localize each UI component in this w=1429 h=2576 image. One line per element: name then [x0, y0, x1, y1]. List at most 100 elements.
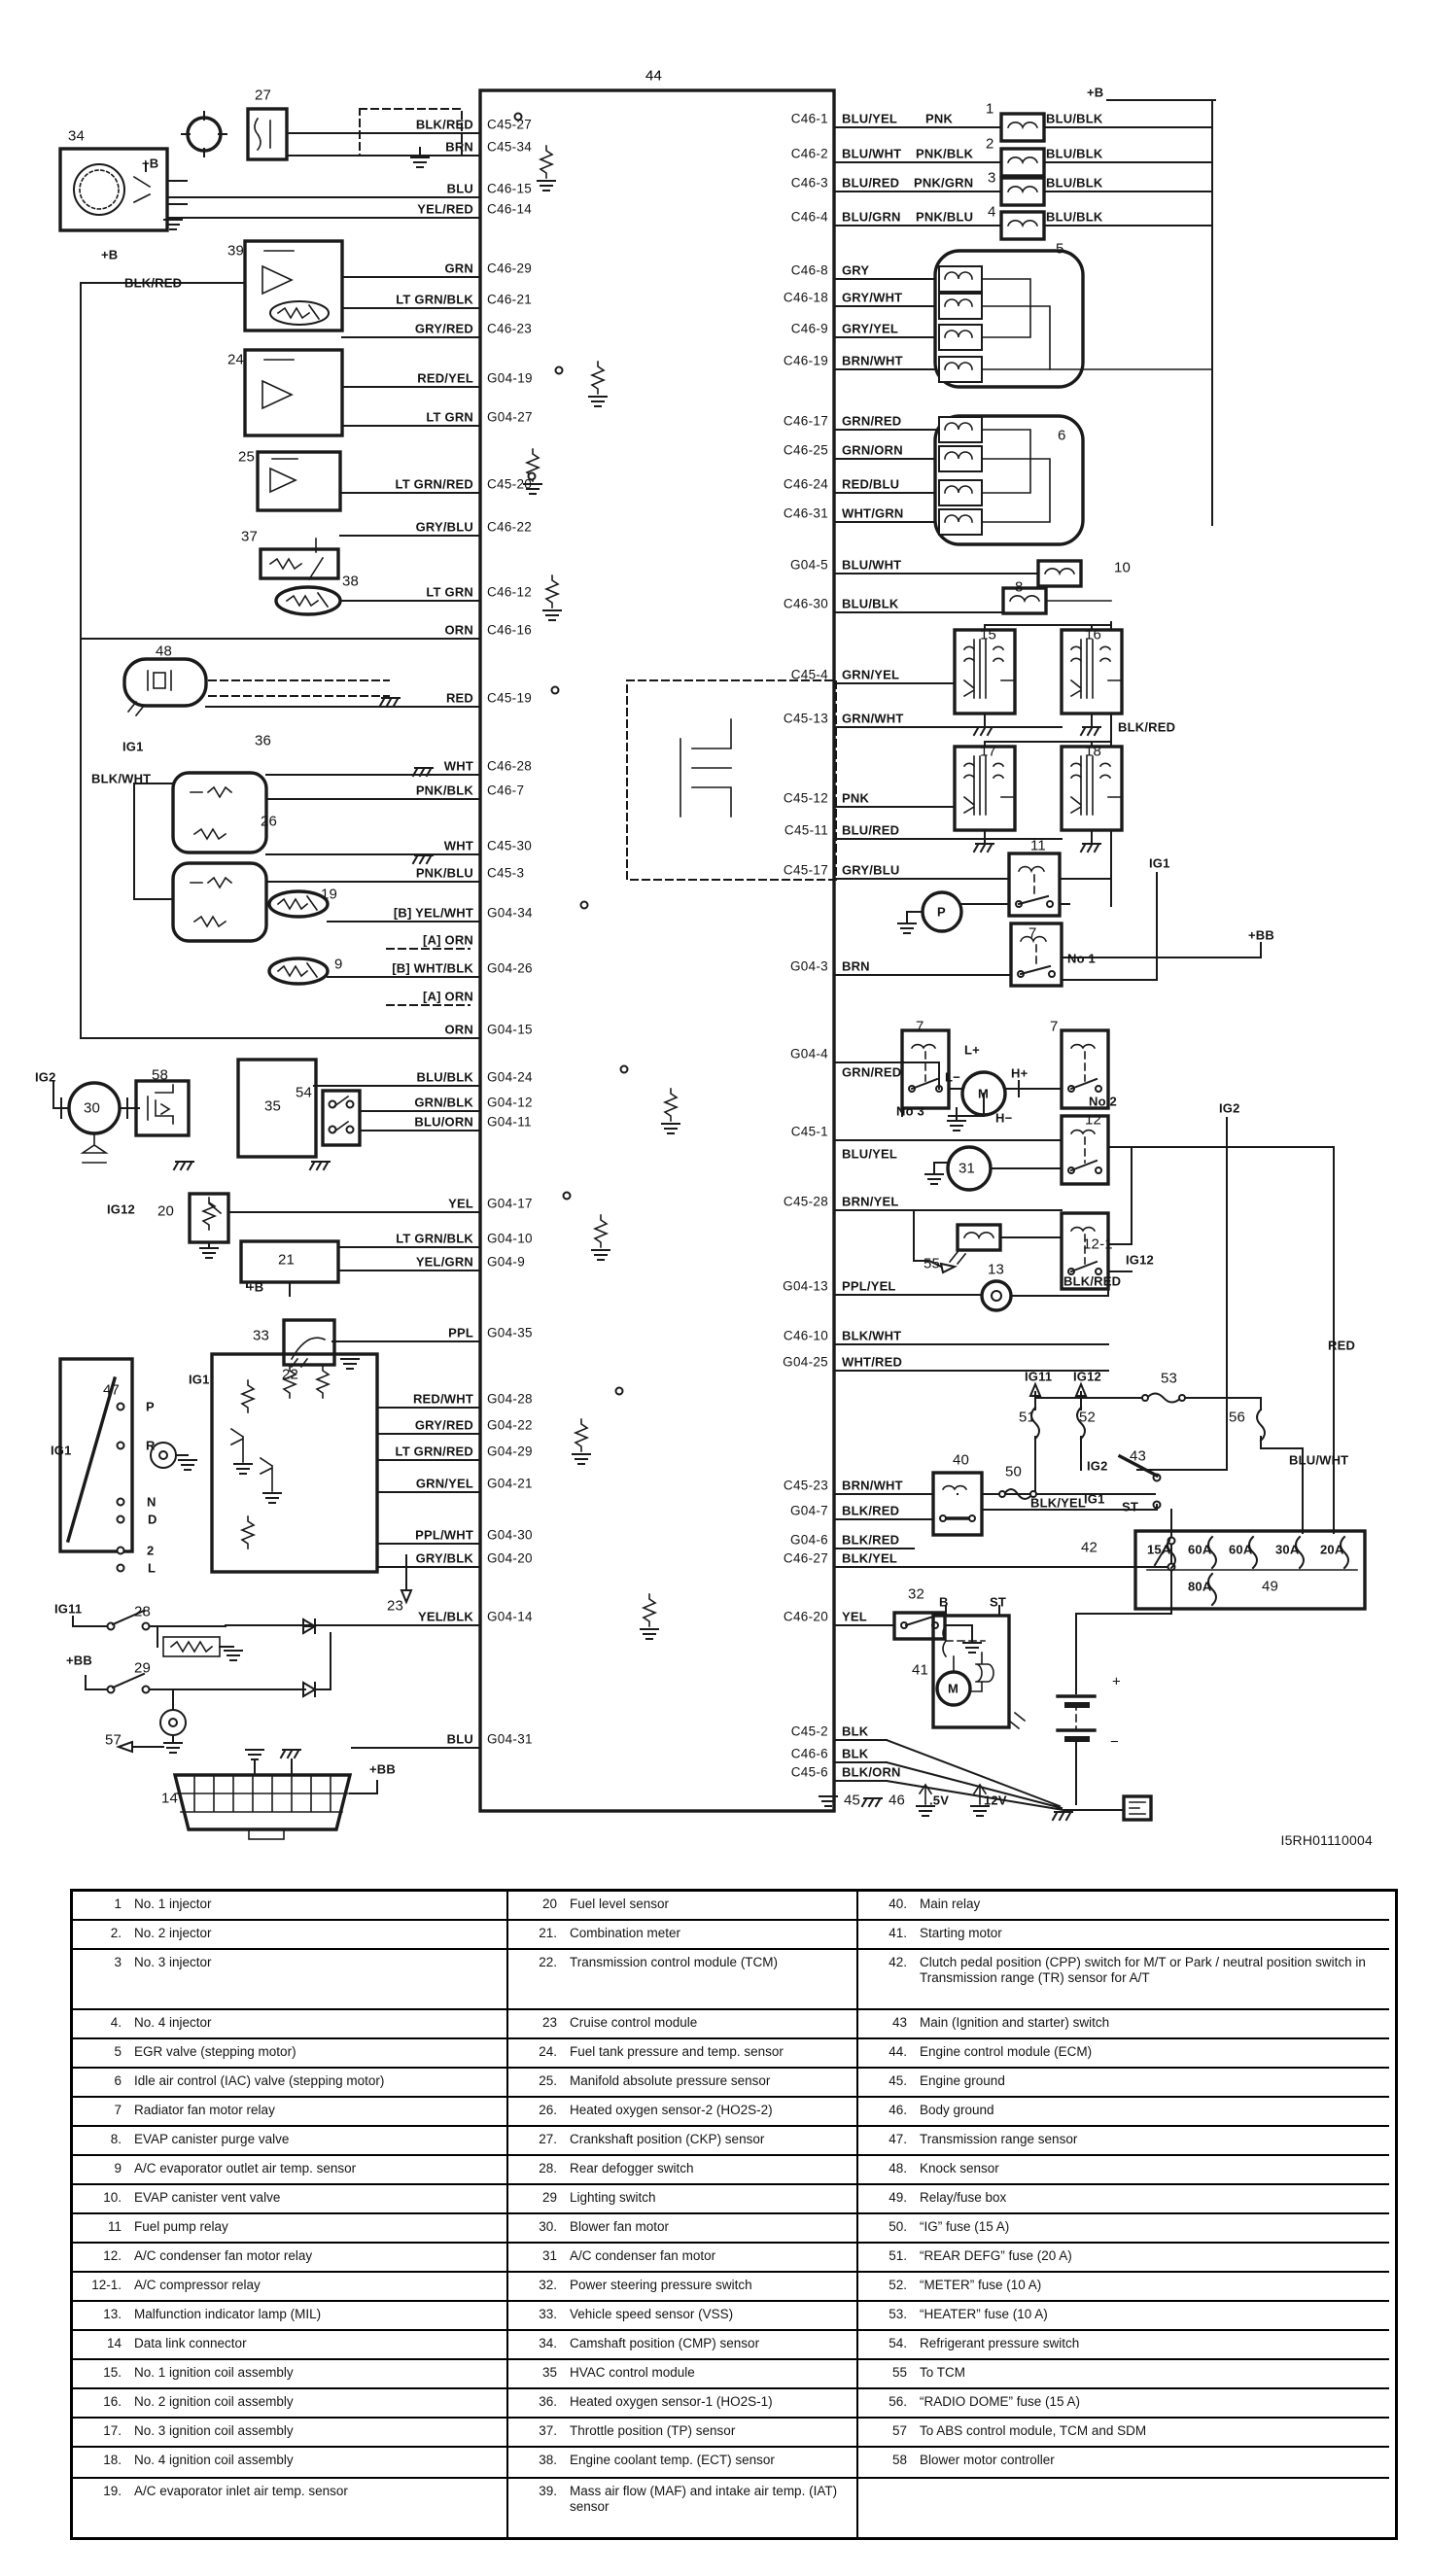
component-label: BLK/YEL: [1030, 1495, 1087, 1511]
pin-label: C46-15: [487, 181, 533, 196]
wire-label: BLK/WHT: [842, 1328, 902, 1343]
component-label: .5V: [929, 1793, 950, 1808]
legend-item-number: 15.: [103, 2365, 122, 2380]
legend-cell: 40.Main relay: [858, 1892, 1389, 1921]
legend-cell: 21.Combination meter: [508, 1921, 858, 1950]
fuse-50: [1002, 1488, 1034, 1500]
component-label: 50: [1005, 1463, 1023, 1480]
legend-cell: 4.No. 4 injector: [73, 2010, 508, 2039]
legend-item-text: No. 3 injector: [134, 1955, 212, 1969]
legend-item-number: 20: [541, 1897, 557, 1911]
pin-label: C46-25: [783, 442, 828, 458]
legend-item-text: Crankshaft position (CKP) sensor: [570, 2132, 765, 2146]
component-label: 52: [1079, 1409, 1097, 1426]
legend-cell: 42.Clutch pedal position (CPP) switch fo…: [858, 1950, 1389, 2010]
legend-cell: 24.Fuel tank pressure and temp. sensor: [508, 2039, 858, 2069]
legend-cell: 32.Power steering pressure switch: [508, 2273, 858, 2302]
wire-label: BRN/WHT: [842, 353, 903, 368]
wire-label: RED: [445, 690, 473, 706]
legend-item-text: HVAC control module: [570, 2365, 695, 2380]
pin-label: G04-15: [487, 1022, 533, 1037]
condenser-fan-relay-12: [1060, 1114, 1110, 1186]
legend-item-number: 32.: [539, 2278, 557, 2292]
legend-cell: 52.“METER” fuse (10 A): [858, 2273, 1389, 2302]
component-label: 33: [253, 1327, 270, 1344]
legend-item-text: “RADIO DOME” fuse (15 A): [920, 2394, 1081, 2409]
legend-cell: 51.“REAR DEFG” fuse (20 A): [858, 2244, 1389, 2273]
wire-label: WHT: [443, 838, 473, 853]
legend-item-text: Transmission range sensor: [920, 2132, 1078, 2146]
component-label: BLK/WHT: [91, 771, 152, 786]
pin-label: C45-19: [487, 690, 533, 706]
component-label: 26: [261, 813, 278, 830]
component-label: IG1: [189, 1372, 210, 1387]
legend-item-text: Heated oxygen sensor-1 (HO2S-1): [570, 2394, 773, 2409]
pin-label: C45-20: [487, 476, 533, 492]
component-label: IG12: [1126, 1252, 1154, 1268]
component-label: 15A: [1147, 1542, 1171, 1557]
component-label: IG12: [1073, 1369, 1101, 1384]
iac-valve-6: [933, 414, 1085, 546]
component-label: 7: [1050, 1018, 1059, 1035]
legend-item-text: Camshaft position (CMP) sensor: [570, 2336, 760, 2350]
legend-item-number: 14: [106, 2336, 122, 2350]
component-label: 22: [282, 1366, 299, 1383]
pin-label: C45-2: [790, 1723, 828, 1739]
ho2s1-sensor-36: [171, 771, 268, 854]
pin-label: C45-34: [487, 139, 533, 155]
component-label: 12: [1085, 1111, 1102, 1129]
legend-cell: 53.“HEATER” fuse (10 A): [858, 2302, 1389, 2331]
component-label: No 3: [896, 1103, 924, 1119]
pin-label: G04-12: [487, 1095, 533, 1110]
component-label: 2: [147, 1543, 155, 1558]
wire-label: YEL: [842, 1609, 867, 1624]
legend-item-number: 51.: [889, 2248, 907, 2263]
legend-cell: 50.“IG” fuse (15 A): [858, 2214, 1389, 2244]
component-label: 56: [1229, 1409, 1246, 1426]
hvac-control-module-35: [236, 1058, 318, 1159]
component-label: 17: [980, 743, 997, 760]
fuses-51-52-53-56: [1028, 1381, 1266, 1442]
component-label: L−: [945, 1069, 960, 1085]
wire-label: GRY: [842, 262, 870, 278]
legend-item-text: Starting motor: [920, 1926, 1002, 1940]
wire-label: BLK/ORN: [842, 1764, 901, 1780]
legend-item-text: Rear defogger switch: [570, 2161, 694, 2176]
ignition-switch-43: [1117, 1453, 1162, 1511]
wire-label: GRN/RED: [842, 1064, 902, 1080]
wire-label: BLK: [842, 1746, 869, 1761]
relay-fuse-box-49: [1133, 1529, 1367, 1611]
legend-item-text: A/C condenser fan motor relay: [134, 2248, 313, 2263]
component-label: 21: [278, 1251, 296, 1269]
fuel-pump-relay-11: [1007, 852, 1112, 918]
legend-cell: 34.Camshaft position (CMP) sensor: [508, 2331, 858, 2360]
legend-item-text: To ABS control module, TCM and SDM: [920, 2423, 1147, 2438]
wire-label: BLU/ORN: [414, 1114, 473, 1130]
legend-item-text: A/C compressor relay: [134, 2278, 261, 2292]
component-label: 20A: [1320, 1542, 1344, 1557]
wire-label: YEL/BLK: [417, 1609, 473, 1624]
wire-label: GRY/YEL: [842, 321, 898, 336]
legend-item-number: 11: [107, 2219, 122, 2234]
ignition-coil-16: [1060, 628, 1124, 736]
wiring-svg: [52, 88, 1367, 1840]
legend-item-text: No. 1 injector: [134, 1897, 212, 1911]
legend-cell: 8.EVAP canister purge valve: [73, 2127, 508, 2156]
wire-label: PPL: [448, 1325, 473, 1340]
pin-label: C46-9: [790, 321, 828, 336]
legend-item-number: 48.: [889, 2161, 907, 2176]
component-label: BLU/BLK: [1046, 111, 1103, 126]
component-label: BLU/BLK: [1046, 175, 1103, 191]
legend-item-number: 40.: [889, 1897, 907, 1911]
component-label: 30: [84, 1099, 101, 1117]
legend-item-number: 21.: [539, 1926, 557, 1940]
legend-item-number: 50.: [889, 2219, 907, 2234]
component-label: 46: [889, 1792, 906, 1809]
component-label: L+: [964, 1042, 980, 1058]
component-label: 7: [1028, 924, 1037, 942]
legend-item-number: 36.: [539, 2394, 557, 2409]
